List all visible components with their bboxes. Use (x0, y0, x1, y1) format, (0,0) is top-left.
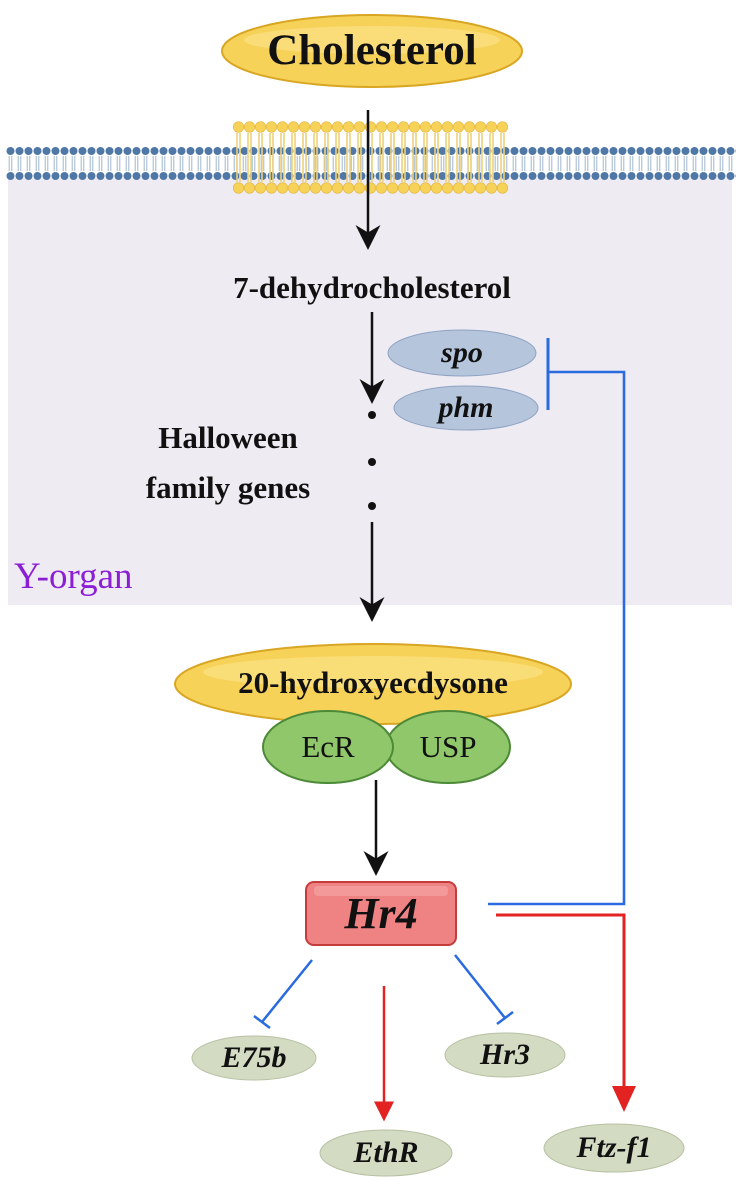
hr4-box (305, 881, 457, 946)
dehydrocholesterol-label: 7-dehydrocholesterol (233, 270, 511, 305)
y-organ-label: Y-organ (14, 556, 133, 597)
pathway-dot (368, 502, 376, 510)
ftz-f1-oval (543, 1123, 685, 1173)
inhibit-bar-hr3 (496, 1011, 514, 1025)
ecr-label: EcR (301, 729, 355, 764)
phm-oval (393, 385, 539, 431)
usp-label: USP (419, 729, 477, 764)
membrane-cholesterol-cluster (233, 121, 508, 194)
ftz-f1-label: Ftz-f1 (576, 1131, 652, 1164)
halloween-label-line1: Halloween (158, 420, 298, 455)
inhibit-line-hr4-to-e75b (261, 959, 313, 1023)
halloween-label-line2: family genes (145, 470, 311, 505)
phm-label: phm (438, 391, 494, 424)
inhibit-line-hr4-to-hr3 (454, 954, 506, 1019)
e75b-label: E75b (221, 1041, 287, 1074)
ethr-label: EthR (353, 1136, 419, 1169)
hr3-oval (444, 1032, 566, 1078)
hr3-label: Hr3 (479, 1038, 530, 1071)
activate-line-hr4-to-ftz-f1 (496, 913, 626, 1088)
spo-label: spo (441, 336, 483, 369)
cholesterol-label: Cholesterol (267, 27, 477, 74)
hr4-label: Hr4 (344, 889, 418, 938)
e75b-oval (191, 1035, 317, 1081)
hydroxyecdysone-label: 20-hydroxyecdysone (238, 665, 508, 700)
pathway-dot (368, 458, 376, 466)
activate-arrowhead-ftz-f1 (612, 1086, 636, 1112)
ethr-oval (319, 1129, 453, 1177)
spo-oval (387, 329, 537, 377)
ecr-oval (262, 710, 394, 784)
inhibit-line-hr4-to-spo-phm (488, 370, 626, 906)
pathway-dot (368, 411, 376, 419)
inhibit-bar-e75b (253, 1015, 271, 1029)
